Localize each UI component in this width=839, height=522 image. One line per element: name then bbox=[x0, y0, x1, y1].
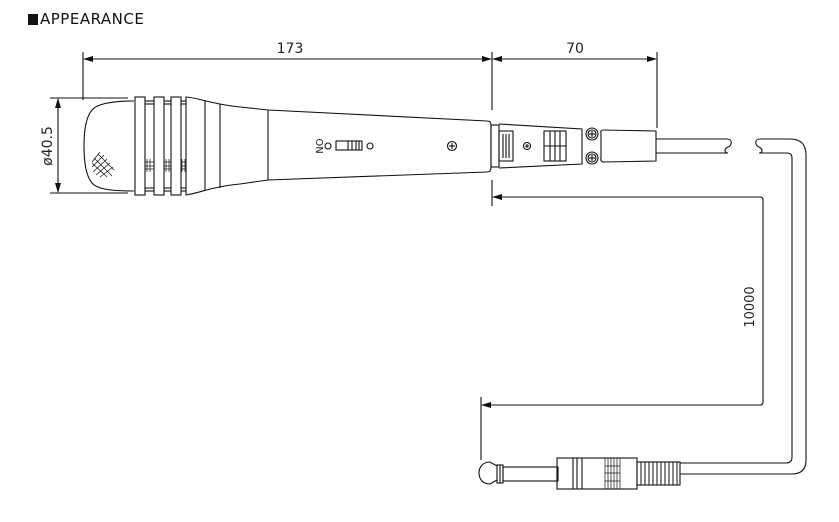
microphone-grille bbox=[83, 100, 135, 192]
dimension-70 bbox=[492, 52, 658, 128]
dimension-10000-label: 10000 bbox=[743, 286, 758, 327]
dimension-173 bbox=[82, 52, 493, 110]
black-square-icon bbox=[28, 14, 38, 25]
dimension-diameter bbox=[50, 97, 128, 194]
cable bbox=[656, 138, 807, 475]
dimension-diameter-label: ø40.5 bbox=[40, 126, 56, 166]
section-title-text: APPEARANCE bbox=[40, 10, 145, 28]
phone-plug bbox=[478, 457, 681, 490]
screw-icon bbox=[446, 140, 458, 152]
dimension-70-label: 70 bbox=[566, 41, 584, 57]
cable-connector bbox=[490, 123, 657, 169]
section-title: APPEARANCE bbox=[28, 10, 144, 28]
dimension-10000 bbox=[480, 180, 764, 460]
dimension-173-label: 173 bbox=[277, 41, 304, 57]
power-switch bbox=[324, 140, 374, 151]
microphone-body bbox=[185, 96, 492, 196]
microphone-rings bbox=[134, 96, 186, 196]
switch-label: ON bbox=[313, 138, 324, 153]
